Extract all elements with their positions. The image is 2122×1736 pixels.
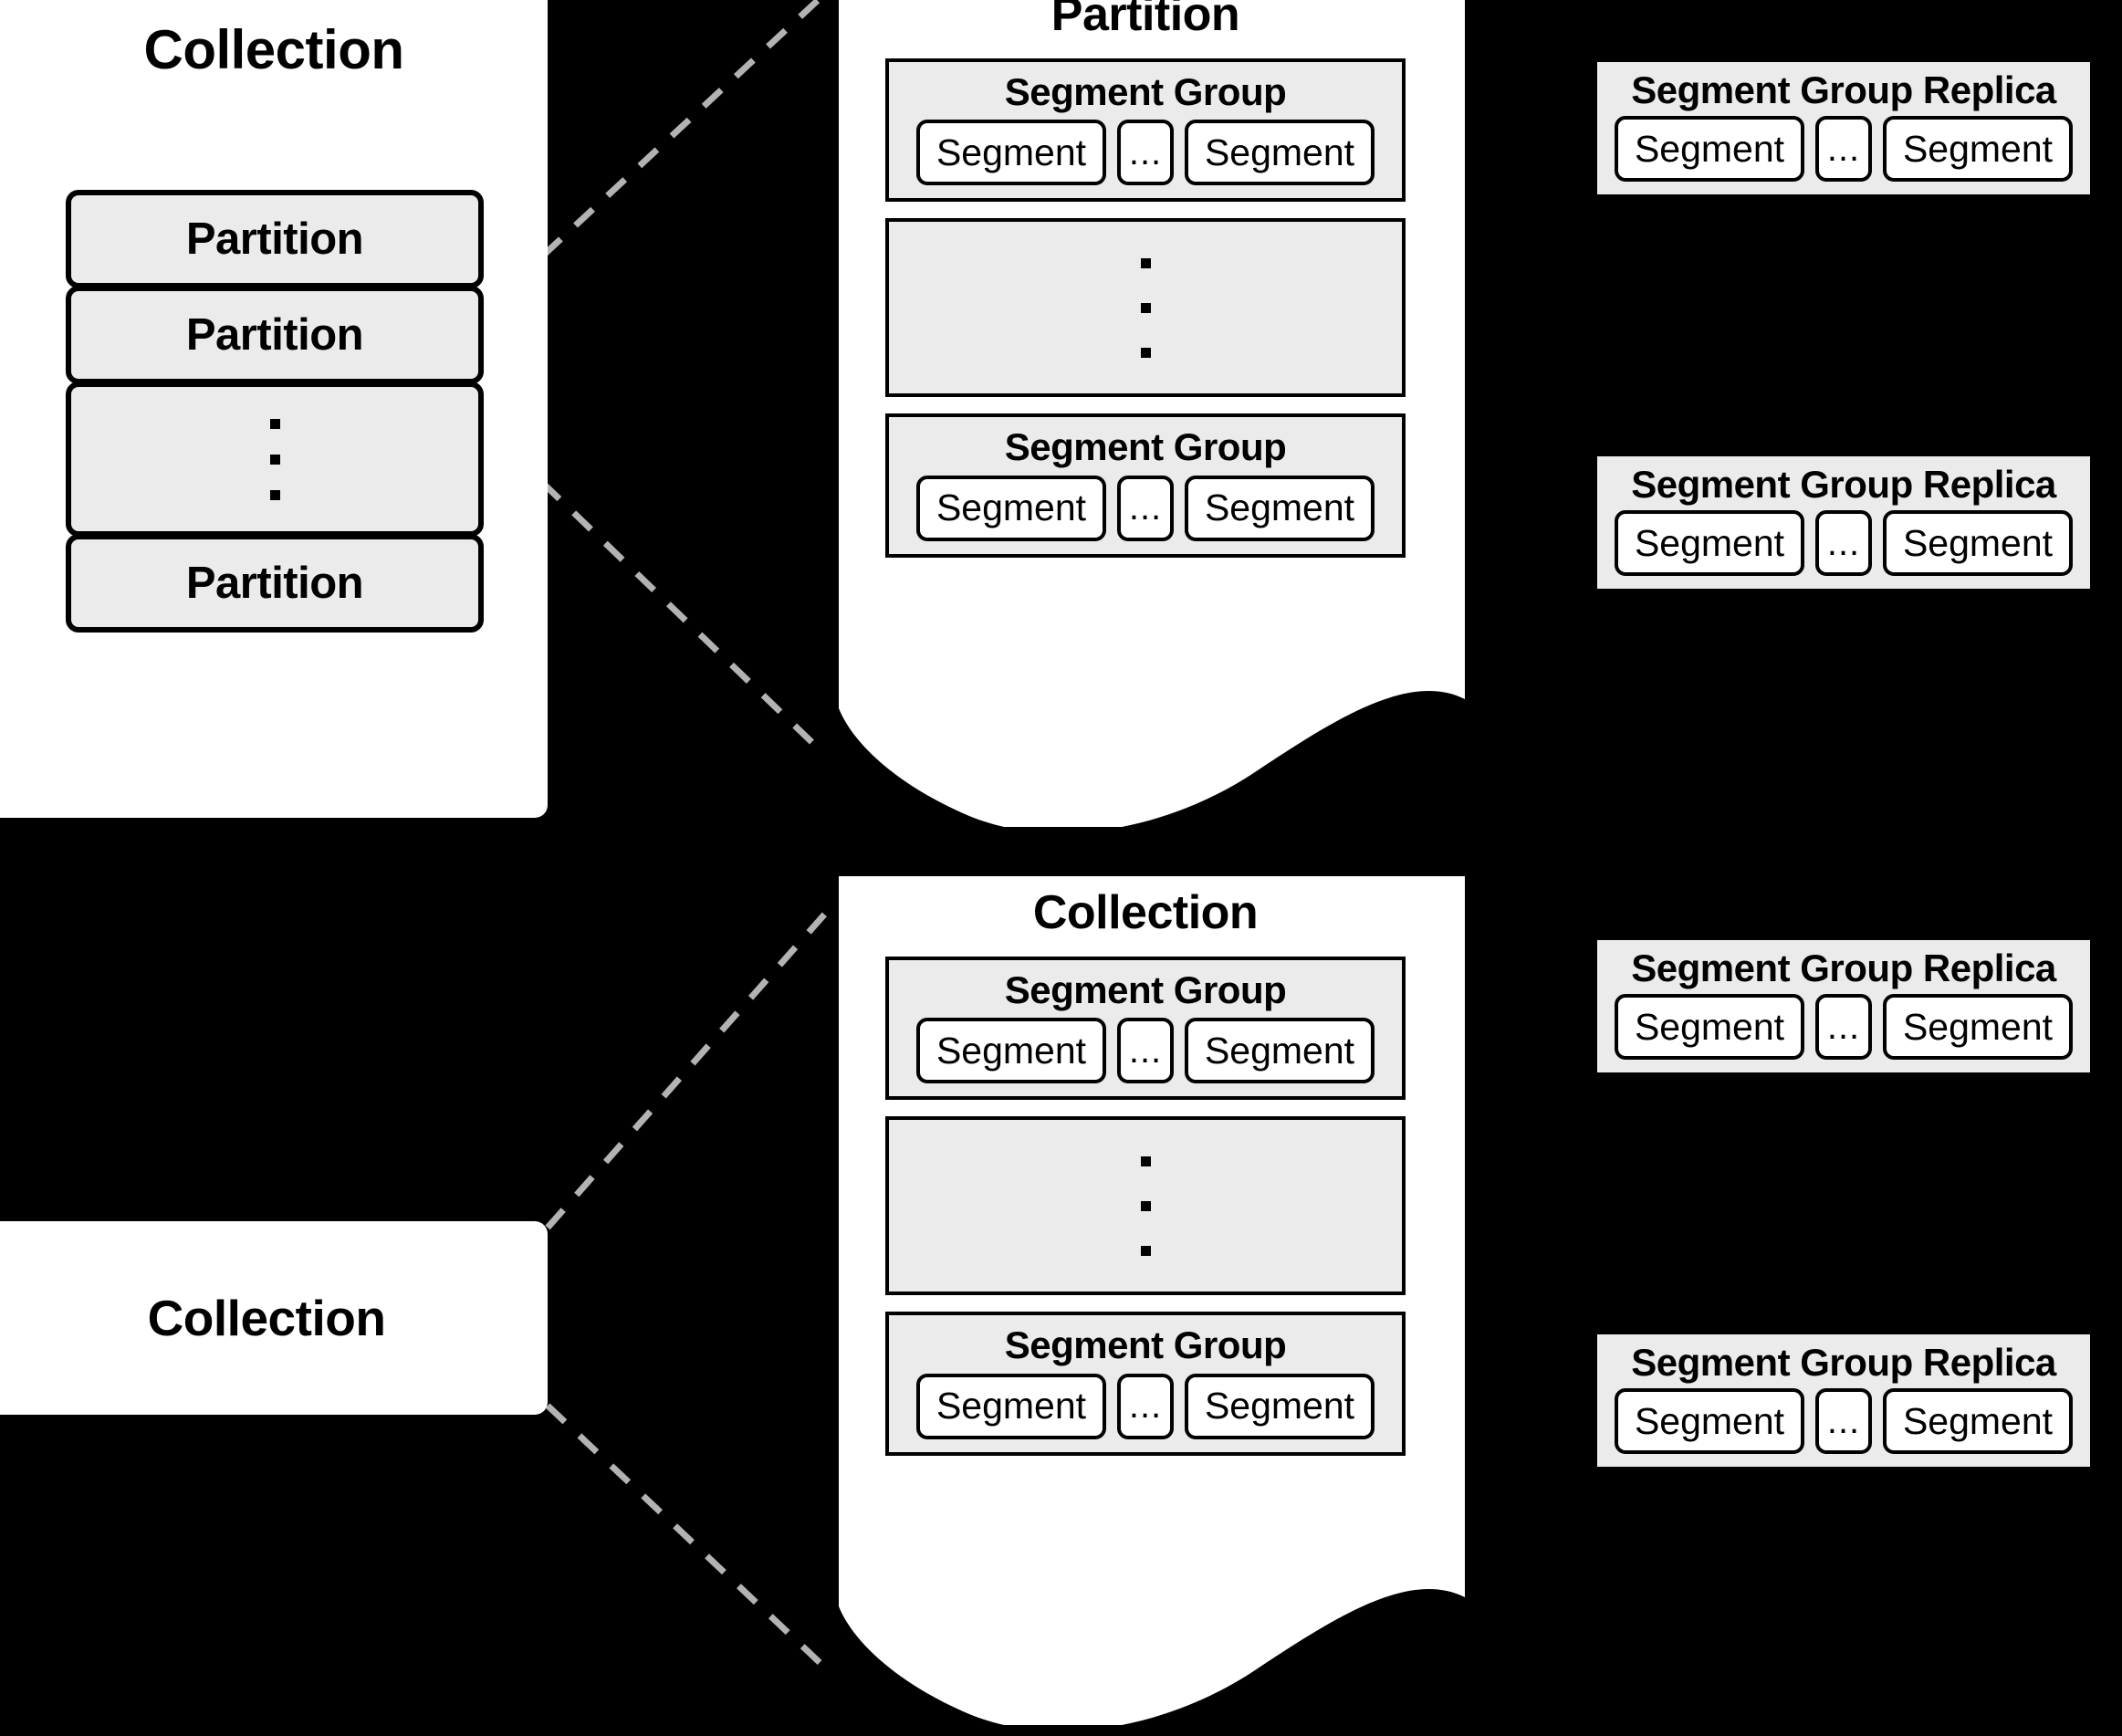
partition-item-2[interactable]: Partition: [66, 286, 484, 384]
collection-top-title: Collection: [143, 19, 404, 80]
segment-group-replica-title: Segment Group Replica: [1631, 463, 2056, 506]
segment-box[interactable]: Segment: [1883, 994, 2073, 1061]
segment-ellipsis-box: ...: [1815, 994, 1872, 1061]
segment-ellipsis-box: ...: [1815, 116, 1872, 183]
collection-panel-content: Collection Segment Group Segment ... Seg…: [826, 876, 1465, 1456]
vertical-ellipsis-dot-icon: [1140, 1245, 1151, 1256]
segment-group-title: Segment Group: [1004, 70, 1287, 113]
segment-box[interactable]: Segment: [1615, 1388, 1804, 1455]
partition-item-label: Partition: [185, 214, 364, 264]
segment-row: Segment ... Segment: [1597, 510, 2090, 577]
segment-group-ellipsis-box: [885, 218, 1406, 398]
segment-box[interactable]: Segment: [1883, 510, 2073, 577]
segment-group-replica-1[interactable]: Segment Group Replica Segment ... Segmen…: [1597, 62, 2090, 195]
segment-box[interactable]: Segment: [1883, 1388, 2073, 1455]
segment-box[interactable]: Segment: [1615, 510, 1804, 577]
segment-group-partition-bottom[interactable]: Segment Group Segment ... Segment: [885, 413, 1406, 558]
collection-bottom-title: Collection: [147, 1289, 386, 1346]
segment-ellipsis-box: ...: [1815, 510, 1872, 577]
collection-card-top[interactable]: Collection Partition Partition Partition: [0, 0, 548, 818]
segment-box[interactable]: Segment: [1883, 116, 2073, 183]
segment-row: Segment ... Segment: [889, 475, 1402, 541]
vertical-ellipsis-dot-icon: [1140, 302, 1151, 313]
segment-box[interactable]: Segment: [1615, 116, 1804, 183]
segment-ellipsis-box: ...: [1117, 120, 1174, 186]
segment-box[interactable]: Segment: [1185, 1373, 1375, 1439]
segment-ellipsis-box: ...: [1815, 1388, 1872, 1455]
vertical-ellipsis-dot-icon: [1140, 1156, 1151, 1166]
segment-group-title: Segment Group: [1004, 968, 1287, 1011]
connector-collection-lower: [545, 1403, 829, 1671]
segment-row: Segment ... Segment: [1597, 994, 2090, 1061]
partition-item-3[interactable]: Partition: [66, 534, 484, 633]
partition-panel-content: Partition Segment Group Segment ... Segm…: [826, 0, 1465, 558]
segment-group-replica-2[interactable]: Segment Group Replica Segment ... Segmen…: [1597, 456, 2090, 590]
segment-box[interactable]: Segment: [916, 1018, 1106, 1084]
segment-box[interactable]: Segment: [1185, 1018, 1375, 1084]
vertical-ellipsis-dot-icon: [1140, 257, 1151, 268]
torn-paper-shape: [839, 0, 1465, 827]
vertical-ellipsis-dot-icon: [1140, 347, 1151, 358]
partition-panel-title: Partition: [1051, 0, 1240, 41]
segment-group-replica-title: Segment Group Replica: [1631, 1341, 2056, 1384]
collection-card-bottom[interactable]: Collection: [0, 1221, 548, 1415]
segment-row: Segment ... Segment: [889, 1373, 1402, 1439]
partition-detail-panel[interactable]: Partition Segment Group Segment ... Segm…: [826, 0, 1465, 827]
segment-group-partition-top[interactable]: Segment Group Segment ... Segment: [885, 58, 1406, 203]
segment-group-replica-title: Segment Group Replica: [1631, 946, 2056, 989]
segment-group-replica-4[interactable]: Segment Group Replica Segment ... Segmen…: [1597, 1334, 2090, 1468]
partition-ellipsis-box: [66, 382, 484, 537]
segment-box[interactable]: Segment: [916, 1373, 1106, 1439]
segment-box[interactable]: Segment: [1615, 994, 1804, 1061]
connector-collection-upper: [545, 910, 829, 1230]
vertical-ellipsis-dot-icon: [269, 489, 280, 500]
segment-group-replica-3[interactable]: Segment Group Replica Segment ... Segmen…: [1597, 940, 2090, 1073]
segment-box[interactable]: Segment: [1185, 120, 1375, 186]
segment-box[interactable]: Segment: [916, 120, 1106, 186]
segment-group-title: Segment Group: [1004, 1323, 1287, 1367]
segment-group-title: Segment Group: [1004, 425, 1287, 469]
partition-item-label: Partition: [185, 558, 364, 608]
segment-ellipsis-box: ...: [1117, 475, 1174, 541]
collection-detail-panel[interactable]: Collection Segment Group Segment ... Seg…: [826, 876, 1465, 1725]
vertical-ellipsis-dot-icon: [269, 454, 280, 465]
segment-box[interactable]: Segment: [916, 475, 1106, 541]
vertical-ellipsis-dot-icon: [1140, 1200, 1151, 1211]
segment-group-replica-title: Segment Group Replica: [1631, 68, 2056, 111]
segment-ellipsis-box: ...: [1117, 1018, 1174, 1084]
segment-box[interactable]: Segment: [1185, 475, 1375, 541]
segment-group-collection-top[interactable]: Segment Group Segment ... Segment: [885, 957, 1406, 1101]
segment-row: Segment ... Segment: [1597, 116, 2090, 183]
segment-row: Segment ... Segment: [889, 1018, 1402, 1084]
segment-ellipsis-box: ...: [1117, 1373, 1174, 1439]
partition-item-label: Partition: [185, 309, 364, 360]
segment-group-ellipsis-box: [885, 1116, 1406, 1296]
segment-row: Segment ... Segment: [1597, 1388, 2090, 1455]
collection-panel-title: Collection: [1032, 886, 1259, 939]
partition-list: Partition Partition Partition: [66, 190, 484, 633]
segment-group-collection-bottom[interactable]: Segment Group Segment ... Segment: [885, 1312, 1406, 1456]
vertical-ellipsis-dot-icon: [269, 418, 280, 429]
segment-row: Segment ... Segment: [889, 120, 1402, 186]
partition-item-1[interactable]: Partition: [66, 190, 484, 288]
